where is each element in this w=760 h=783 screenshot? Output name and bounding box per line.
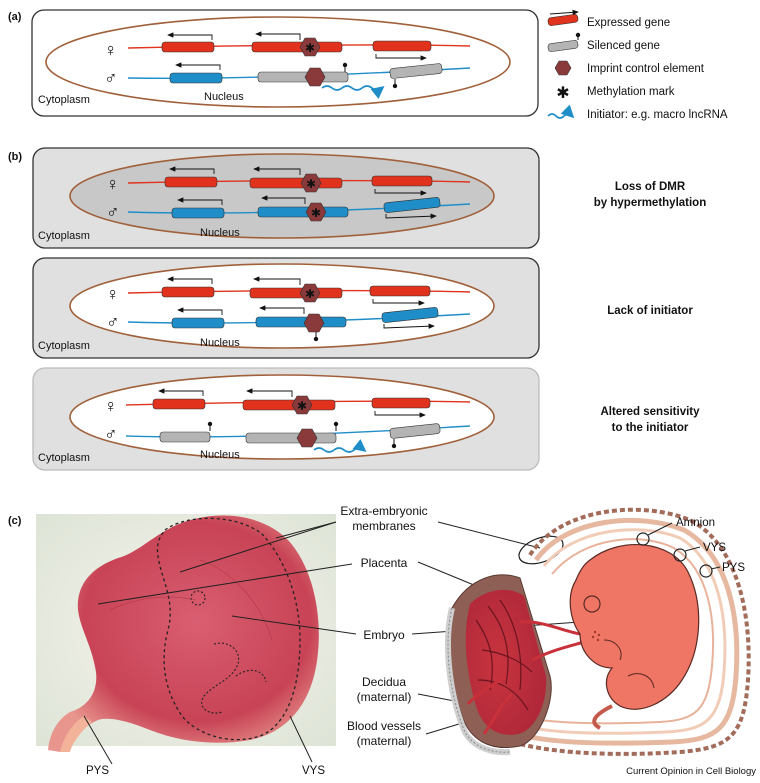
male-symbol-b1: ♂ — [106, 202, 120, 222]
legend-initiator-label: Initiator: e.g. macro lncRNA — [587, 109, 728, 121]
expressed-gene-a1 — [161, 41, 215, 53]
scenario-altered-sensitivity: Cytoplasm Nucleus ♀ ♂ ✱ — [32, 367, 540, 471]
scenario-loss-of-dmr: Cytoplasm Nucleus ♀ ♂ ✱ ✱ — [32, 147, 540, 249]
male-symbol-a: ♂ — [104, 68, 118, 88]
methylation-mark-a: ✱ — [305, 41, 315, 55]
cell-box-a — [31, 9, 539, 117]
extra-embryonic-label-2: membranes — [352, 519, 415, 533]
nucleus-membrane-a — [45, 16, 511, 108]
nucleus-label-b1: Nucleus — [200, 227, 240, 239]
legend-silenced-label: Silenced gene — [587, 40, 660, 52]
amnion-marker — [636, 532, 650, 546]
silenced-gene-a1 — [257, 71, 349, 83]
nucleus-label-b3: Nucleus — [200, 449, 240, 461]
male-symbol-b3: ♂ — [104, 424, 118, 444]
pys-label: PYS — [722, 562, 745, 574]
panel-label-b: (b) — [8, 151, 22, 163]
cytoplasm-label-b3: Cytoplasm — [38, 452, 90, 464]
embryo-photo — [36, 514, 336, 752]
extra-embryonic-label-1: Extra-embryonic — [340, 504, 427, 518]
legend-expressed-swatch — [547, 14, 579, 26]
vys-label: VYS — [703, 542, 726, 554]
expressed-gene-paternal-a1 — [169, 72, 223, 84]
photo-vys-leader — [289, 715, 313, 763]
nucleus-label-b2: Nucleus — [200, 337, 240, 349]
scenario-lack-of-initiator: Cytoplasm Nucleus ♀ ♂ ✱ — [32, 257, 540, 359]
legend: Expressed gene Silenced gene Imprint con… — [547, 9, 728, 121]
legend-initiator-swatch — [547, 104, 575, 119]
journal-credit: Current Opinion in Cell Biology — [626, 766, 756, 777]
blood-vessels-label-1: Blood vessels — [347, 719, 421, 733]
placenta-leader-left — [97, 563, 353, 605]
loss-of-dmr-label-1: Loss of DMR — [615, 181, 686, 193]
cytoplasm-label-b2: Cytoplasm — [38, 340, 90, 352]
expressed-gene-a2 — [251, 41, 343, 53]
transcription-arrow-a2 — [255, 31, 301, 40]
embryo-illustration — [445, 507, 751, 756]
panel-label-a: (a) — [8, 11, 22, 23]
cytoplasm-label-b1: Cytoplasm — [38, 230, 90, 242]
loss-of-dmr-label-2: by hypermethylation — [594, 197, 706, 209]
extra-embryonic-highlight — [518, 535, 564, 565]
transcription-arrow-a4 — [175, 62, 221, 70]
decidua-label-1: Decidua — [362, 675, 406, 689]
legend-silenced-swatch — [547, 40, 579, 52]
legend-methylation-label: Methylation mark — [587, 86, 675, 98]
svg-text:✱: ✱ — [305, 287, 315, 301]
embryo-leader-left — [231, 615, 357, 635]
embryo-label: Embryo — [363, 628, 405, 642]
male-symbol-b2: ♂ — [106, 312, 120, 332]
photo-pys-label: PYS — [86, 765, 109, 777]
decidua-label-2: (maternal) — [357, 690, 412, 704]
transcription-arrow-a3 — [375, 54, 427, 61]
legend-ice-swatch — [554, 60, 572, 76]
blood-vessels-label-2: (maternal) — [357, 734, 412, 748]
altered-sensitivity-label-1: Altered sensitivity — [600, 406, 700, 418]
placenta-label: Placenta — [361, 556, 408, 570]
legend-expressed-label: Expressed gene — [587, 17, 670, 29]
initiator-lncrna-a — [321, 85, 385, 99]
extra-embryonic-leader-1 — [179, 521, 337, 573]
svg-text:✱: ✱ — [306, 177, 316, 191]
svg-text:✱: ✱ — [297, 399, 307, 413]
transcription-arrow-a1 — [167, 32, 213, 40]
altered-sensitivity-label-2: to the initiator — [612, 422, 689, 434]
expressed-gene-a3 — [372, 40, 432, 52]
silenced-gene-a2 — [389, 63, 443, 79]
female-symbol-b1: ♀ — [106, 174, 120, 194]
female-symbol-b3: ♀ — [104, 396, 118, 416]
photo-vys-label: VYS — [302, 765, 325, 777]
extra-embryonic-leader-2 — [275, 521, 337, 539]
svg-text:✱: ✱ — [311, 206, 321, 220]
nucleus-label-a: Nucleus — [204, 91, 244, 103]
silencing-mark-a1 — [342, 62, 348, 68]
pys-marker — [699, 564, 713, 578]
legend-ice-label: Imprint control element — [587, 63, 705, 75]
cytoplasm-label-a: Cytoplasm — [38, 94, 90, 106]
lack-of-initiator-label: Lack of initiator — [607, 305, 693, 317]
legend-methylation-swatch: ✱ — [556, 85, 569, 102]
extra-embryonic-leader-3 — [437, 521, 541, 549]
photo-pys-leader — [83, 715, 113, 765]
female-symbol-a: ♀ — [104, 40, 118, 60]
panel-label-c: (c) — [8, 515, 22, 527]
imprint-control-element-a-paternal — [304, 67, 326, 87]
female-symbol-b2: ♀ — [106, 284, 120, 304]
vys-marker — [673, 548, 687, 562]
imprint-control-element-a-maternal — [299, 37, 321, 57]
silencing-mark-a2 — [392, 83, 398, 89]
amnion-label: Amnion — [676, 517, 715, 529]
